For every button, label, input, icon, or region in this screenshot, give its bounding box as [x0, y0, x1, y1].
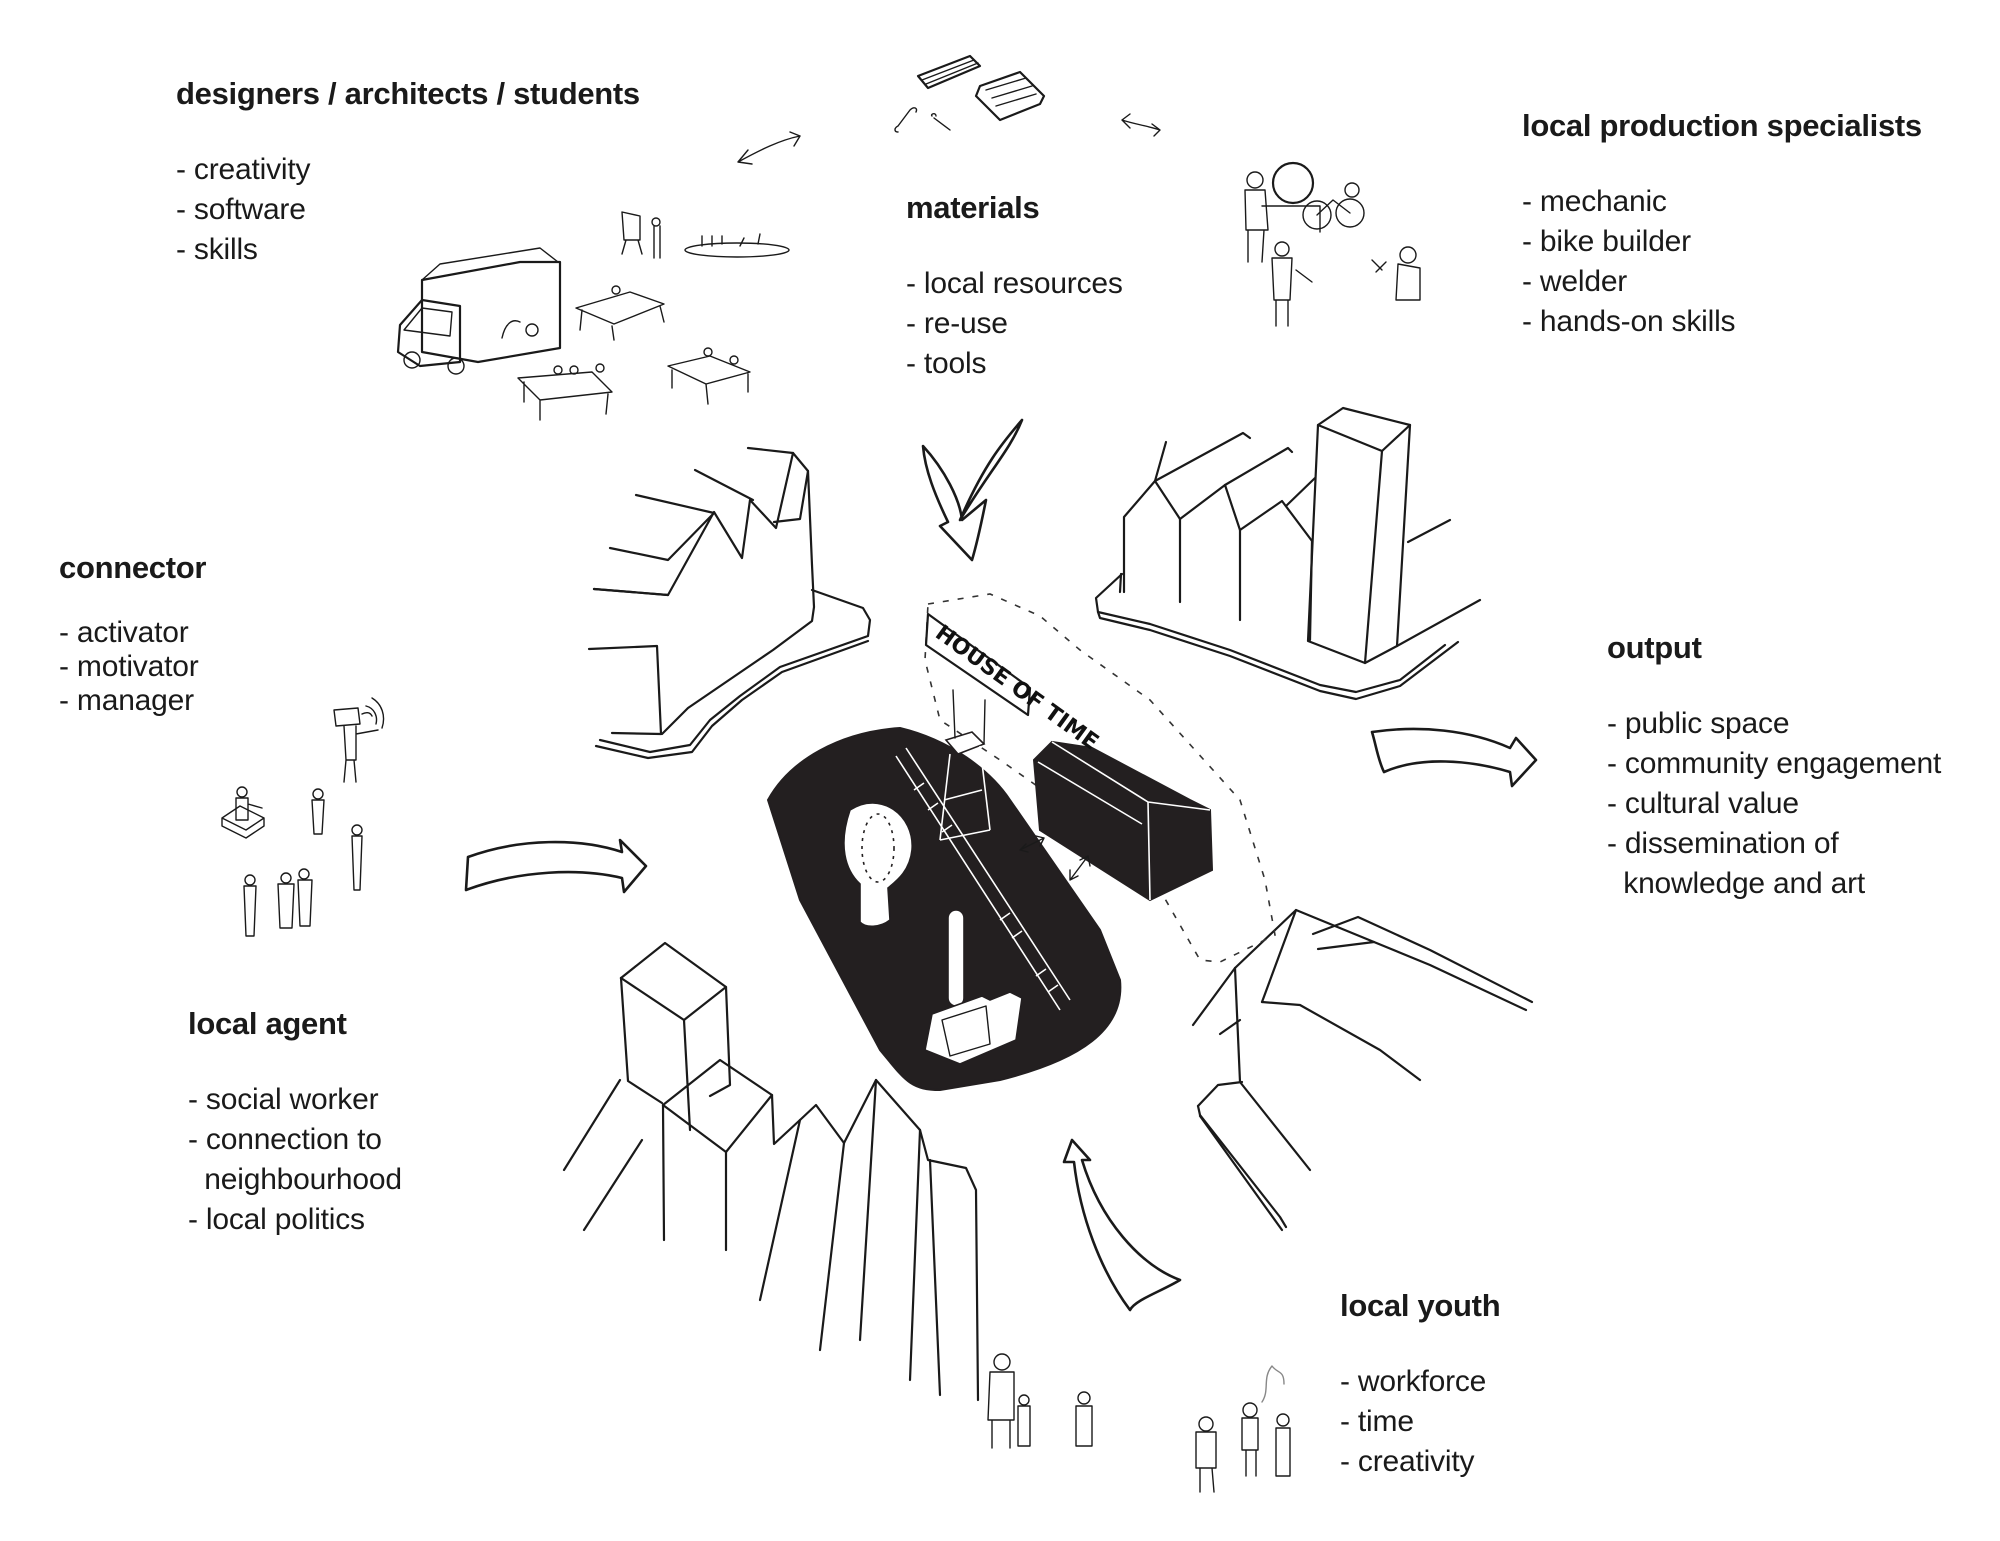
building-group-southwest	[562, 941, 980, 1402]
list-item: - motivator	[59, 650, 199, 683]
group-specialists: local production specialists - mechanic …	[1522, 108, 1922, 342]
list-item: neighbourhood	[188, 1163, 402, 1196]
arrow-to-output	[1370, 727, 1538, 788]
materials-illustration	[894, 54, 1046, 133]
group-output: output - public space - community engage…	[1607, 630, 1941, 904]
double-arrow-materials-specialists	[1121, 113, 1161, 137]
designers-illustration	[396, 211, 790, 421]
arrow-from-connector	[464, 838, 648, 894]
list-item: - community engagement	[1607, 747, 1942, 780]
group-local-youth: local youth - workforce - time - creativ…	[1340, 1288, 1501, 1482]
sculpture-bulb	[843, 802, 913, 928]
list-item: - dissemination of	[1607, 827, 1839, 860]
group-local-agent: local agent - social worker - connection…	[188, 1006, 402, 1240]
group-title: local agent	[188, 1006, 347, 1041]
list-item: - hands-on skills	[1522, 305, 1736, 338]
list-item: - creativity	[176, 153, 311, 186]
list-item: - mechanic	[1522, 185, 1667, 218]
building-group-northwest	[587, 446, 872, 760]
list-item: - local resources	[906, 267, 1123, 300]
list-item: - activator	[59, 616, 189, 649]
list-item: - time	[1340, 1405, 1414, 1438]
list-item: - tools	[906, 347, 987, 380]
plaza	[766, 726, 1122, 1092]
list-item: - bike builder	[1522, 225, 1691, 258]
sign-text: HOUSE OF TIME	[930, 621, 1102, 756]
group-title: local production specialists	[1522, 108, 1922, 143]
house-of-time-sign: HOUSE OF TIME	[924, 612, 1103, 756]
arrow-from-materials	[921, 418, 1024, 562]
group-title: materials	[906, 190, 1040, 225]
list-item: - social worker	[188, 1083, 379, 1116]
group-connector: connector - activator - motivator - mana…	[59, 550, 206, 718]
group-title: local youth	[1340, 1288, 1501, 1323]
arrow-from-youth	[1062, 1138, 1182, 1312]
list-item: - public space	[1607, 707, 1790, 740]
list-item: - workforce	[1340, 1365, 1487, 1398]
youth-figures	[987, 1353, 1291, 1493]
specialists-illustration	[1244, 161, 1421, 327]
double-arrow-designers-materials	[737, 131, 801, 165]
list-item: - cultural value	[1607, 787, 1799, 820]
group-materials: materials - local resources - re-use - t…	[906, 190, 1123, 384]
list-item: - software	[176, 193, 306, 226]
double-arrow-tower-barn	[1019, 835, 1091, 881]
list-item: - connection to	[188, 1123, 382, 1156]
list-item: - skills	[176, 233, 258, 266]
group-title: connector	[59, 550, 207, 585]
group-title: output	[1607, 630, 1702, 665]
group-title: designers / architects / students	[176, 76, 640, 111]
list-item: - manager	[59, 684, 194, 717]
building-group-northeast	[1094, 406, 1482, 701]
list-item: - welder	[1522, 265, 1628, 298]
list-item: - re-use	[906, 307, 1008, 340]
group-designers: designers / architects / students - crea…	[176, 76, 640, 270]
list-item: - local politics	[188, 1203, 365, 1236]
list-item: knowledge and art	[1607, 867, 1866, 900]
building-group-southeast	[1191, 908, 1534, 1232]
list-item: - creativity	[1340, 1445, 1475, 1478]
connector-figures	[221, 697, 385, 937]
